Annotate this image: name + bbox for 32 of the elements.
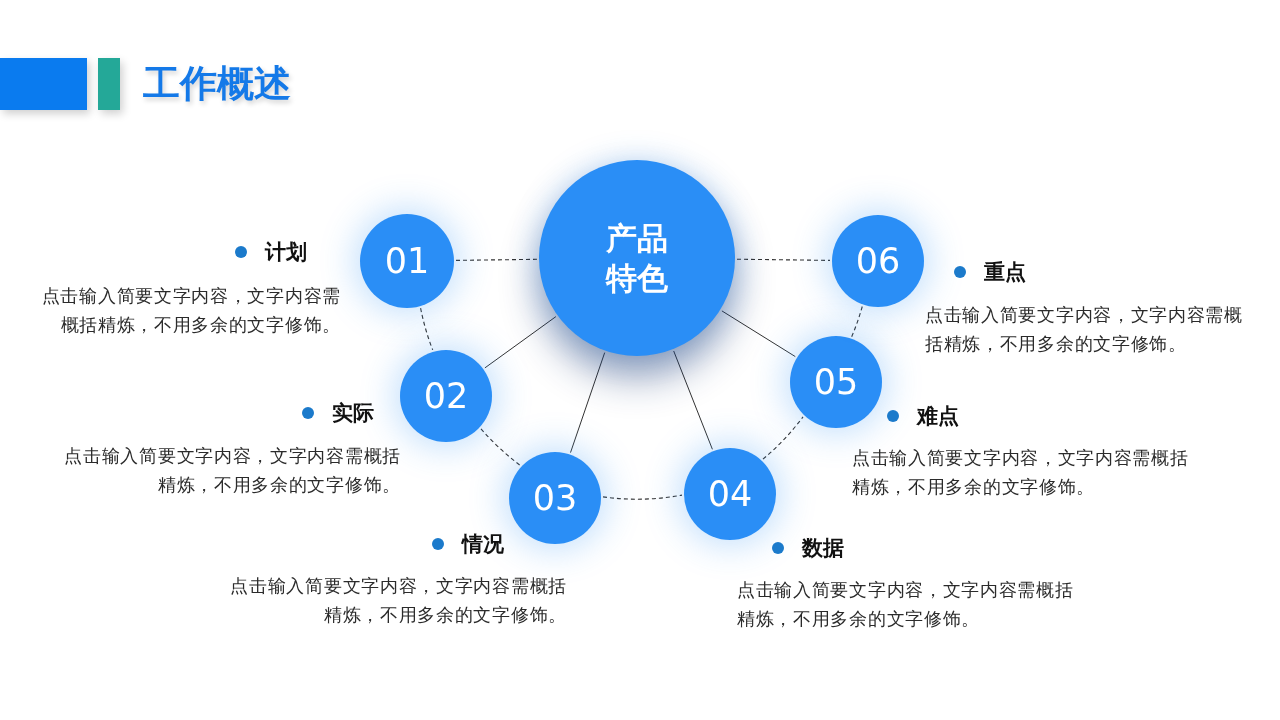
hub-circle bbox=[539, 160, 735, 356]
dashed-connector bbox=[602, 494, 683, 500]
number-label: 02 bbox=[423, 376, 469, 416]
connector-line bbox=[673, 350, 713, 450]
description-text: 点击输入简要文字内容，文字内容需概括精炼，不用多余的文字修饰。 bbox=[63, 444, 401, 497]
number-label: 04 bbox=[707, 474, 753, 514]
section-heading: 难点 bbox=[917, 403, 959, 430]
description-text: 点击输入简要文字内容，文字内容需概括精炼，不用多余的文字修饰。 bbox=[40, 284, 341, 337]
dashed-connector bbox=[455, 258, 538, 261]
number-label: 06 bbox=[855, 241, 901, 281]
dashed-connector bbox=[851, 305, 863, 338]
dashed-connector bbox=[480, 428, 521, 466]
number-label: 05 bbox=[813, 362, 859, 402]
description-text: 点击输入简要文字内容，文字内容需概括精炼，不用多余的文字修饰。 bbox=[852, 446, 1190, 499]
dashed-connector bbox=[762, 416, 804, 460]
connector-line bbox=[484, 316, 557, 369]
number-label: 01 bbox=[384, 241, 430, 281]
section-heading: 情况 bbox=[462, 531, 504, 558]
section-heading: 实际 bbox=[332, 400, 374, 427]
dashed-connector bbox=[420, 307, 434, 351]
number-label: 03 bbox=[532, 478, 578, 518]
dashed-connector bbox=[736, 258, 831, 261]
section-heading: 数据 bbox=[802, 535, 844, 562]
description-text: 点击输入简要文字内容，文字内容需概括精炼，不用多余的文字修饰。 bbox=[737, 578, 1075, 631]
connector-line bbox=[721, 310, 796, 358]
section-heading: 计划 bbox=[265, 239, 307, 266]
description-text: 点击输入简要文字内容，文字内容需概括精炼，不用多余的文字修饰。 bbox=[925, 303, 1244, 356]
section-heading: 重点 bbox=[984, 259, 1026, 286]
description-text: 点击输入简要文字内容，文字内容需概括精炼，不用多余的文字修饰。 bbox=[229, 574, 567, 627]
hub-label: 产品特色 bbox=[604, 218, 669, 298]
connector-line bbox=[570, 352, 606, 454]
page-title: 工作概述 bbox=[143, 61, 291, 107]
